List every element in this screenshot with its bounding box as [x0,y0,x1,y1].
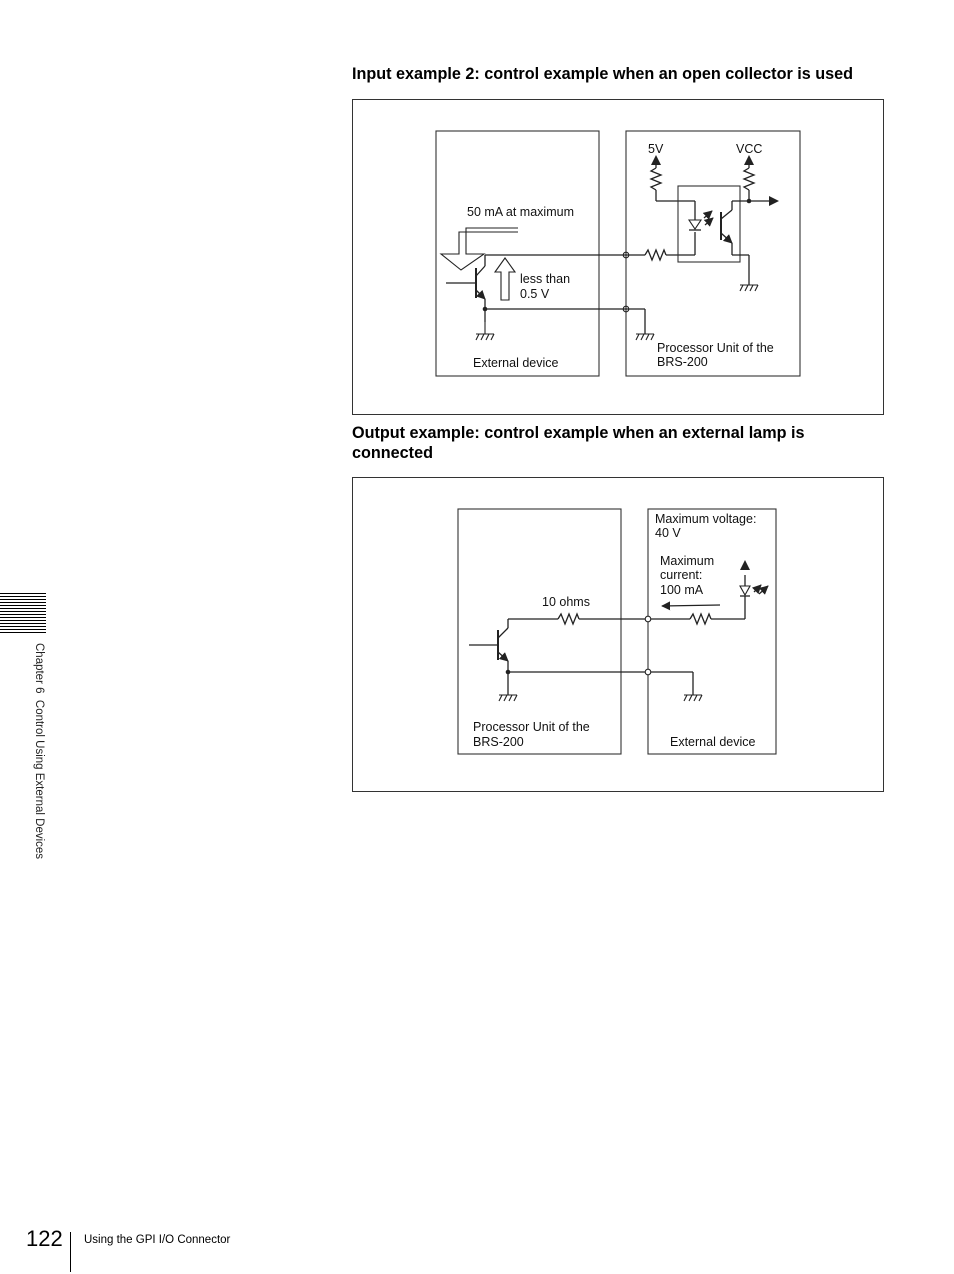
label-voltage-line1: less than [520,272,570,286]
phototransistor-icon [720,201,750,285]
label-external-device: External device [473,356,559,370]
input-circuit: 5V VCC 50 mA at maximum less than 0.5 V … [435,130,801,377]
ground-icon [475,322,495,341]
optocoupler-box [677,185,741,263]
npn-transistor-icon [446,255,486,322]
label-processor-line2: BRS-200 [473,735,524,749]
resistor-icon [689,612,712,626]
ground-icon [739,284,759,292]
label-vcc: VCC [736,142,762,156]
led-icon [687,210,714,231]
label-max-current-line2: current: [660,568,702,582]
label-voltage-line2: 0.5 V [520,287,550,301]
external-device-box [647,508,777,755]
processor-unit-box [625,130,801,377]
current-arrow-icon [661,601,721,611]
label-processor-line1: Processor Unit of the [657,341,774,355]
npn-transistor-icon [469,619,509,695]
label-max-voltage-line1: Maximum voltage: [655,512,756,526]
processor-unit-box [457,508,622,755]
resistor-icon [557,612,580,626]
input-diagram-frame [352,99,884,415]
label-current-max: 50 mA at maximum [467,205,574,219]
output-circuit: Maximum voltage: 40 V Maximum current: 1… [457,508,777,755]
output-arrow-icon [769,196,779,206]
label-max-current-line1: Maximum [660,554,714,568]
voltage-arrow-icon [493,257,517,301]
supply-vcc-icon [732,155,779,206]
output-example-heading: Output example: control example when an … [352,424,805,462]
label-external-device: External device [670,735,756,749]
label-max-voltage-line2: 40 V [655,526,681,540]
resistor-icon [644,248,667,262]
input-example-heading: Input example 2: control example when an… [352,65,854,83]
page-number: 122 [26,1226,63,1251]
ground-icon [498,694,518,702]
chapter-tab-marker [0,593,46,635]
label-processor-line1: Processor Unit of the [473,720,590,734]
supply-5v-icon [649,155,696,220]
ground-icon [635,333,655,341]
label-5v: 5V [648,142,664,156]
chapter-label: Chapter 6 Control Using External Devices [33,643,45,860]
ground-icon [683,694,703,702]
lamp-icon [739,560,769,597]
label-processor-line2: BRS-200 [657,355,708,369]
footer-divider [70,1232,71,1272]
output-diagram-frame [352,477,884,792]
current-arrow-icon [439,227,518,271]
label-resistor-10-ohms: 10 ohms [542,595,590,609]
external-device-box [435,130,600,377]
footer-section-title: Using the GPI I/O Connector [84,1234,231,1246]
label-max-current-line3: 100 mA [660,583,704,597]
